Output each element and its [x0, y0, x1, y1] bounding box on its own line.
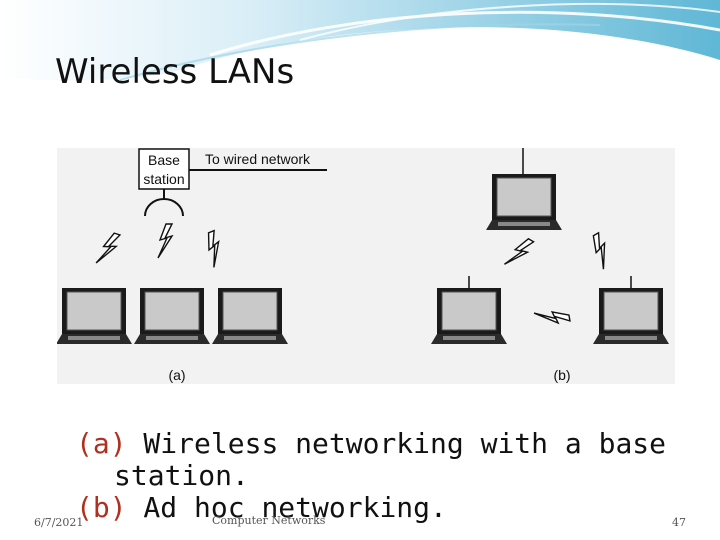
lightning-icon: [533, 306, 571, 328]
base-station: Base station To wired network: [138, 148, 327, 217]
caption-b: (b) Ad hoc networking.: [76, 492, 666, 524]
caption-b-tag: (b): [76, 491, 127, 524]
lightning-icon: [95, 229, 121, 269]
lightning-icon: [200, 229, 228, 269]
lightning-icon: [503, 234, 535, 272]
laptop-icon: [592, 287, 670, 345]
panel-a-label: (a): [168, 367, 185, 383]
laptop-icon: [485, 173, 563, 231]
caption-b-text: Ad hoc networking.: [126, 491, 447, 524]
page-number: 47: [672, 516, 686, 529]
lightning-icon: [157, 223, 173, 259]
laptop-icon: [430, 287, 508, 345]
wired-network-label: To wired network: [205, 151, 311, 167]
footer-title: Computer Networks: [212, 514, 326, 527]
footer-date: 6/7/2021: [34, 516, 84, 529]
header-banner: [0, 0, 720, 81]
caption-a-tag: (a): [76, 427, 127, 460]
panel-b-label: (b): [553, 367, 570, 383]
caption-a-text-1: Wireless networking with a base: [126, 427, 667, 460]
lightning-icon: [585, 232, 617, 270]
slide-title: Wireless LANs: [55, 52, 295, 92]
caption-a-text-2: station.: [114, 459, 249, 492]
laptop-icon: [133, 287, 211, 345]
laptop-icon: [211, 287, 289, 345]
network-figure: Base station To wired network (a) (b): [57, 148, 675, 384]
caption-a: (a) Wireless networking with a base: [76, 428, 666, 460]
laptop-icon: [57, 287, 133, 345]
figure-caption: (a) Wireless networking with a base stat…: [76, 428, 666, 524]
base-station-label-2: station: [143, 171, 184, 187]
antenna-icon: [144, 198, 184, 217]
base-station-label-1: Base: [148, 152, 180, 168]
